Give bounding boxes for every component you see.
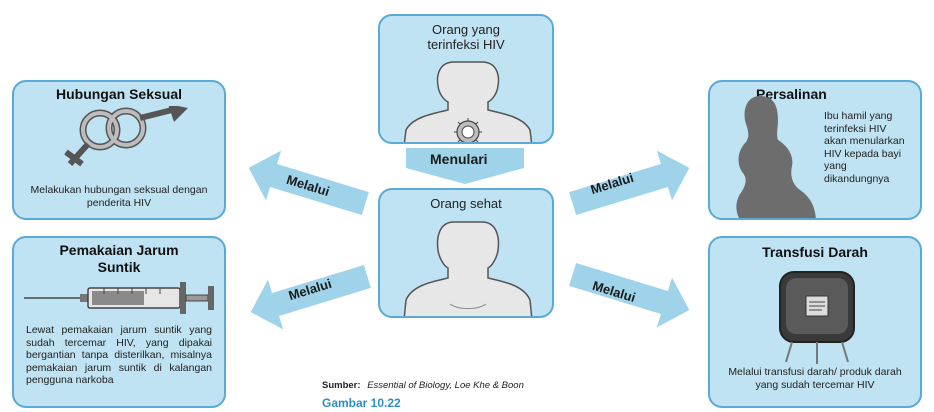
arrow-menulari-label: Menulari [430,151,488,167]
healthy-person-title: Orang sehat [380,196,552,211]
needle-route-title: Pemakaian Jarum Suntik [14,242,224,276]
figure-label: Gambar 10.22 [322,396,401,410]
source-text: Essential of Biology, Loe Khe & Boon [367,380,524,391]
needle-route-desc: Lewat pemakaian jarum suntik yang sudah … [26,324,212,387]
infected-torso-icon [402,60,534,144]
pregnant-woman-icon [716,90,826,220]
birth-route-desc: Ibu hamil yang terinfeksi HIV akan menul… [824,110,912,185]
source-label: Sumber: [322,380,361,391]
transfusion-route-title: Transfusi Darah [710,244,920,260]
sexual-route-box: Hubungan Seksual Melakukan hubungan seks… [12,80,226,220]
gender-symbols-icon [48,106,198,168]
infected-person-title: Orang yang terinfeksi HIV [380,22,552,52]
syringe-icon [22,280,220,316]
birth-route-box: Persalinan Ibu hamil yang terinfeksi HIV… [708,80,922,220]
needle-route-box: Pemakaian Jarum Suntik Lewat pemakaian j… [12,236,226,408]
transfusion-route-desc: Melalui transfusi darah/ produk darah ya… [722,366,908,391]
sexual-route-desc: Melakukan hubungan seksual dengan pender… [26,184,212,209]
healthy-torso-icon [402,220,534,318]
arrow-birth [560,150,700,222]
healthy-person-box: Orang sehat [378,188,554,318]
blood-bag-icon [772,268,862,364]
sexual-route-title: Hubungan Seksual [14,86,224,102]
transfusion-route-box: Transfusi Darah Melalui transfusi darah/… [708,236,922,408]
source-line: Sumber: Essential of Biology, Loe Khe & … [322,380,524,391]
infected-person-box: Orang yang terinfeksi HIV [378,14,554,144]
